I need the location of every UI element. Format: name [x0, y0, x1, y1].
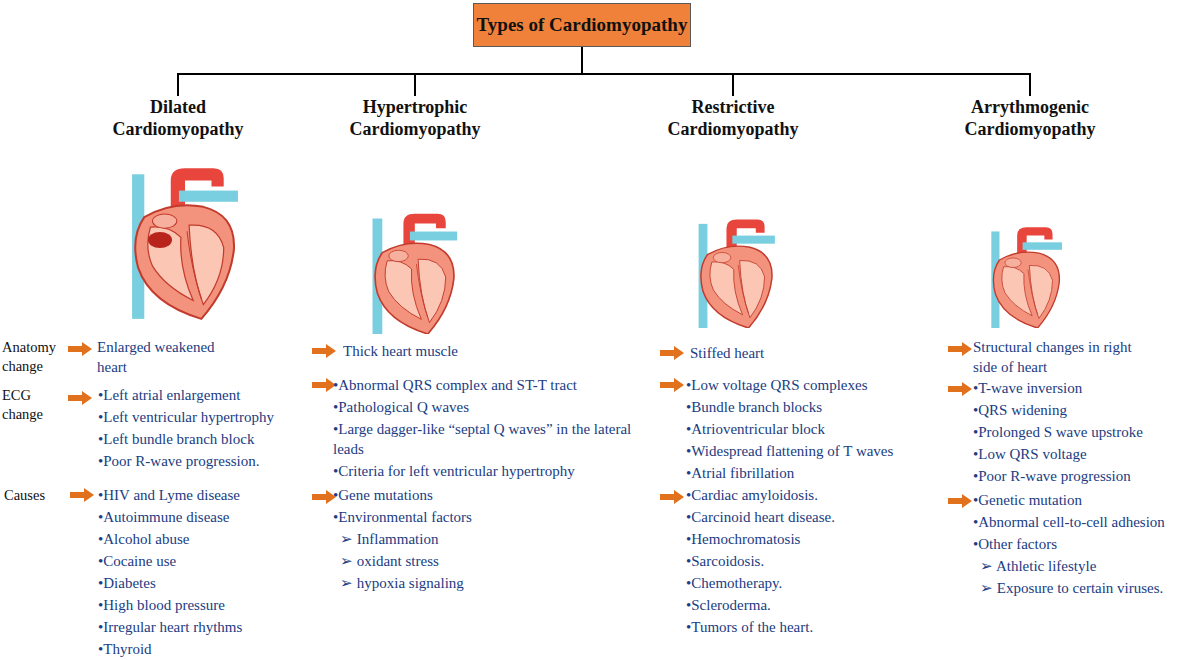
item-text: •Chemotherapy.	[686, 573, 782, 593]
item-text: •Other factors	[973, 534, 1057, 554]
item-text: •Large dagger-like “septal Q waves” in t…	[333, 419, 633, 459]
item-text: •Abnormal cell-to-cell adhesion	[973, 512, 1165, 532]
heart-illustration	[373, 214, 458, 334]
category-heading: Hypertrophic Cardiomyopathy	[335, 96, 495, 140]
heading-text: Dilated Cardiomyopathy	[98, 96, 258, 140]
item-text: •Irregular heart rhythms	[98, 617, 242, 637]
heading-text: Arrythmogenic Cardiomyopathy	[950, 96, 1110, 140]
item-text: ➢ Inflammation	[340, 529, 438, 549]
category-heading: Arrythmogenic Cardiomyopathy	[950, 96, 1110, 140]
row-label: Anatomy change	[2, 338, 64, 376]
pointer-arrows	[68, 342, 972, 508]
item-text: •Poor R-wave progression.	[98, 451, 259, 471]
row-label: Causes	[4, 486, 45, 505]
item-text: •Carcinoid heart disease.	[686, 507, 835, 527]
heart-illustration	[699, 219, 775, 328]
item-text: ➢ Exposure to certain viruses.	[980, 578, 1163, 598]
item-text: •Thyroid	[98, 639, 152, 659]
item-text: •Diabetes	[98, 573, 156, 593]
title-box: Types of Cardiomyopathy	[473, 3, 691, 47]
item-text: •Poor R-wave progression	[973, 466, 1131, 486]
item-text: •Sarcoidosis.	[686, 551, 764, 571]
item-text: •Criteria for left ventricular hypertrop…	[333, 461, 575, 481]
tree-connector	[582, 47, 1030, 96]
heart-illustration	[991, 227, 1062, 328]
item-text: Thick heart muscle	[343, 341, 458, 361]
item-text: •Widespread flattening of T waves	[686, 441, 893, 461]
item-text: •Atrial fibrillation	[686, 463, 794, 483]
item-text: •T-wave inversion	[973, 378, 1082, 398]
item-text: •Hemochromatosis	[686, 529, 800, 549]
category-heading: Restrictive Cardiomyopathy	[653, 96, 813, 140]
heart-illustration	[132, 168, 238, 319]
item-text: •Abnormal QRS complex and ST-T tract	[333, 375, 577, 395]
item-text: •Tumors of the heart.	[686, 617, 813, 637]
item-text: •Autoimmune disease	[98, 507, 229, 527]
item-text: •QRS widening	[973, 400, 1067, 420]
item-text: •Genetic mutation	[973, 490, 1082, 510]
item-text: •Cocaine use	[98, 551, 176, 571]
title-text: Types of Cardiomyopathy	[477, 14, 688, 36]
heading-text: Hypertrophic Cardiomyopathy	[335, 96, 495, 140]
heading-text: Restrictive Cardiomyopathy	[653, 96, 813, 140]
item-text: •Low QRS voltage	[973, 444, 1087, 464]
item-text: •Left atrial enlargement	[98, 385, 240, 405]
item-text: •High blood pressure	[98, 595, 225, 615]
item-text: •Left ventricular hypertrophy	[98, 407, 274, 427]
item-text: •Pathological Q waves	[333, 397, 469, 417]
item-text: •Cardiac amyloidosis.	[686, 485, 818, 505]
item-text: •Gene mutations	[333, 485, 433, 505]
item-text: •Left bundle branch block	[98, 429, 254, 449]
tree-connector	[582, 47, 733, 96]
item-text: •Low voltage QRS complexes	[686, 375, 867, 395]
item-text: •Bundle branch blocks	[686, 397, 822, 417]
category-heading: Dilated Cardiomyopathy	[98, 96, 258, 140]
item-text: ➢ hypoxia signaling	[340, 573, 464, 593]
item-text: ➢ oxidant stress	[340, 551, 439, 571]
tree-connector	[178, 47, 582, 96]
row-label: ECG change	[2, 386, 52, 424]
item-text: Structural changes in right side of hear…	[973, 337, 1158, 377]
item-text: Enlarged weakened heart	[97, 337, 242, 377]
item-text: •Alcohol abuse	[98, 529, 189, 549]
item-text: Stiffed heart	[690, 343, 764, 363]
item-text: •Scleroderma.	[686, 595, 771, 615]
item-text: •Atrioventricular block	[686, 419, 825, 439]
item-text: ➢ Athletic lifestyle	[980, 556, 1096, 576]
item-text: •Prolonged S wave upstroke	[973, 422, 1143, 442]
tree-connector	[415, 47, 582, 96]
item-text: •HIV and Lyme disease	[98, 485, 240, 505]
item-text: •Environmental factors	[333, 507, 472, 527]
